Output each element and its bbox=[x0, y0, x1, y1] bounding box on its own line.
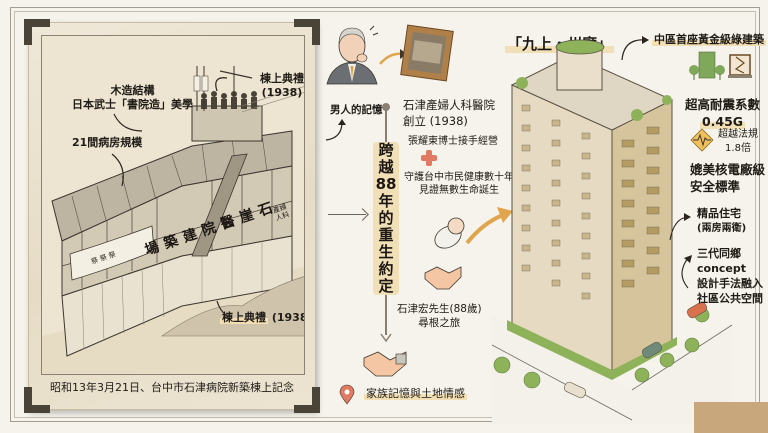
handshake-icon bbox=[363, 351, 407, 377]
seismic-wave-icon bbox=[690, 128, 714, 152]
memory-label: 男人的記憶 bbox=[330, 104, 383, 116]
newborn-baby-icon bbox=[434, 217, 465, 249]
exceeds-value: 1.8倍 bbox=[725, 142, 751, 154]
exceeds-label: 超越法規 bbox=[718, 129, 758, 140]
ceremony-bottom-text: 棟上典禮 bbox=[220, 311, 268, 324]
vertical-title-char: 重 bbox=[378, 226, 394, 244]
ceremony-bottom-year: (1938) bbox=[271, 311, 304, 324]
guardian-text: 守護台中市民健康數十年 見證無數生命誕生 bbox=[404, 171, 514, 197]
successor-text: 張耀東博士接手經營 bbox=[408, 136, 498, 147]
founding-name: 石津產婦人科醫院 bbox=[403, 98, 495, 112]
photo-caption: 昭和13年3月21日、台中市石津病院新築棟上記念 bbox=[50, 381, 294, 394]
curved-arrow-icon bbox=[681, 255, 692, 289]
timeline-line-bottom bbox=[385, 295, 387, 335]
premium-line-2: (兩房兩衛) bbox=[697, 222, 747, 234]
arrow-right-icon bbox=[328, 214, 366, 215]
ceremony-top-text: 棟上典禮 bbox=[260, 72, 304, 85]
seismic-frame-icon bbox=[728, 54, 752, 78]
three-gen-line-1: 三代同鄉 bbox=[697, 247, 741, 260]
founding-year: 創立 (1938) bbox=[403, 113, 468, 128]
exceeds-code: 超越法規 1.8倍 bbox=[718, 128, 758, 155]
inner-frame bbox=[14, 11, 756, 418]
seismic-value: 0.45G bbox=[699, 113, 746, 129]
design-line-1: 設計手法融入 bbox=[697, 277, 763, 290]
ceremony-top-year: (1938) bbox=[261, 86, 303, 100]
seismic-title: 超高耐震系數 bbox=[685, 97, 761, 112]
guardian-line-2: 見證無數生命誕生 bbox=[419, 185, 499, 196]
curved-arrow-up-icon bbox=[325, 119, 346, 141]
label-ceremony-top: 棟上典禮 (1938) bbox=[260, 72, 304, 101]
vertical-title-char: 越 bbox=[378, 158, 394, 176]
wooden-structure-text: 木造結構 bbox=[110, 84, 155, 97]
vertical-title-char: 定 bbox=[378, 277, 394, 295]
medical-cross-icon bbox=[421, 150, 437, 166]
nuclear-grade-line-1: 媲美核電廠級 bbox=[690, 162, 766, 177]
photo-corner-icon bbox=[294, 19, 320, 45]
vertical-title: 跨 越 88 年 的 重 生 約 定 bbox=[373, 142, 399, 295]
premium-line-1: 精品住宅 bbox=[697, 207, 741, 220]
green-building-icon bbox=[689, 51, 725, 80]
family-memory-text: 家族記憶與土地情感 bbox=[364, 387, 467, 402]
green-building-label: 中區首座黃金級綠建築 bbox=[652, 33, 766, 48]
nuclear-grade: 媲美核電廠級 安全標準 bbox=[690, 162, 765, 196]
handshake-icon bbox=[424, 266, 462, 290]
vertical-title-char: 年 bbox=[378, 192, 394, 210]
design-line-2: 社區公共空間 bbox=[697, 291, 763, 305]
old-photo: 祭 祭 祭 bbox=[24, 19, 320, 413]
photo-corner-icon bbox=[24, 387, 50, 413]
family-memory-label: 家族記憶與土地情感 bbox=[364, 387, 467, 400]
label-ward-scale: 21間病房規模 bbox=[72, 136, 143, 149]
vertical-title-char: 跨 bbox=[378, 141, 394, 159]
curved-arrow-icon bbox=[669, 213, 691, 241]
green-building-text: 中區首座黃金級綠建築 bbox=[652, 33, 766, 46]
three-gen-line-2: concept bbox=[697, 261, 747, 275]
cork-board-corner bbox=[694, 402, 768, 433]
label-ceremony-bottom: 棟上典禮 (1938) bbox=[220, 311, 304, 325]
label-wooden-structure: 木造結構 日本武士「書院造」美學 bbox=[72, 84, 193, 113]
orange-arrow-icon bbox=[465, 207, 513, 245]
vertical-title-char: 約 bbox=[378, 260, 394, 278]
vertical-title-char: 的 bbox=[378, 209, 394, 227]
elderly-man-icon bbox=[326, 25, 379, 85]
arrow-down-icon bbox=[380, 333, 392, 343]
timeline-dot bbox=[382, 103, 390, 111]
outer-frame bbox=[10, 7, 760, 422]
vertical-title-char: 生 bbox=[378, 243, 394, 261]
journey-text: 石津宏先生(88歲) 尋根之旅 bbox=[397, 302, 482, 330]
photo-corner-icon bbox=[294, 387, 320, 413]
guardian-line-1: 守護台中市民健康數十年 bbox=[404, 172, 514, 183]
framed-photo-icon bbox=[400, 24, 454, 82]
founding-text: 石津產婦人科醫院 創立 (1938) bbox=[403, 98, 495, 129]
seismic-rating: 超高耐震系數 0.45G bbox=[685, 97, 760, 131]
three-generation: 三代同鄉 concept bbox=[697, 247, 746, 277]
nuclear-grade-line-2: 安全標準 bbox=[690, 178, 741, 194]
premium-residence: 精品住宅 (兩房兩衛) bbox=[697, 207, 746, 235]
journey-line-1: 石津宏先生(88歲) bbox=[397, 303, 482, 315]
shoin-style-text: 日本武士「書院造」美學 bbox=[72, 98, 193, 112]
hospital-construction-sketch-icon: 祭 祭 祭 bbox=[42, 66, 304, 374]
modern-tower-illustration bbox=[491, 39, 733, 425]
community-design: 設計手法融入 社區公共空間 bbox=[697, 277, 763, 307]
location-pin-icon bbox=[339, 384, 355, 405]
vertical-title-char: 88 bbox=[375, 175, 397, 193]
curved-arrow-icon bbox=[621, 36, 649, 61]
photo-corner-icon bbox=[24, 19, 50, 45]
journey-line-2: 尋根之旅 bbox=[418, 317, 461, 330]
timeline-line-top bbox=[385, 110, 387, 142]
photo-illustration: 祭 祭 祭 bbox=[41, 35, 305, 375]
